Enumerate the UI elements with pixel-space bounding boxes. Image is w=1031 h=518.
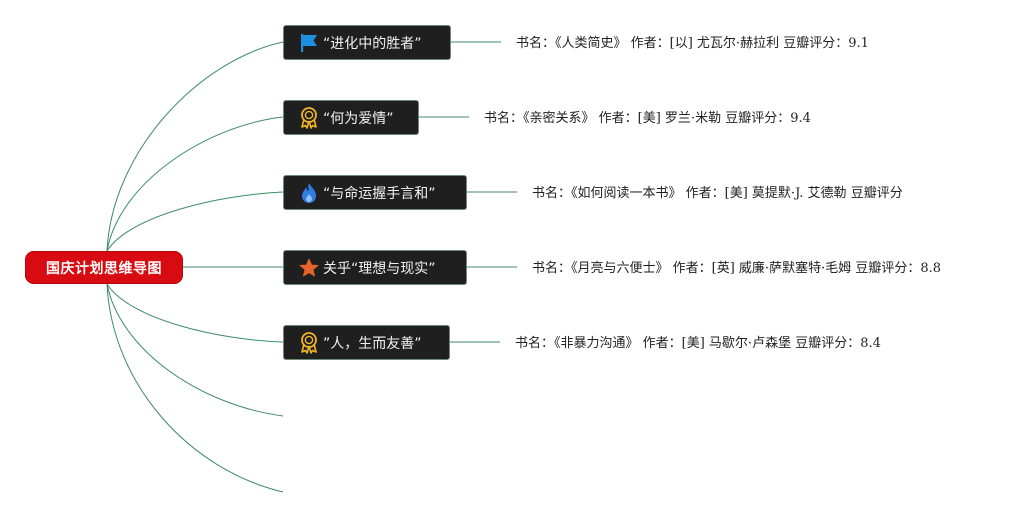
note-2-author: 作者：[美] 罗兰·米勒 xyxy=(598,111,722,126)
connector-branch-3 xyxy=(106,191,284,252)
branch-node-4-label: 关乎“理想与现实” xyxy=(323,260,436,277)
connector-empty-branch-1 xyxy=(106,283,284,417)
root-node[interactable]: 国庆计划思维导图 xyxy=(25,251,183,284)
connector-branch-2 xyxy=(106,116,284,252)
note-5-author: 作者：[美] 马歇尔·卢森堡 xyxy=(642,336,792,351)
note-4-rating: 豆瓣评分：8.8 xyxy=(855,261,942,276)
note-4-author: 作者：[英] 威廉·萨默塞特·毛姆 xyxy=(672,261,852,276)
note-3-author: 作者：[美] 莫提默·J. 艾德勒 xyxy=(685,186,847,201)
note-1-rating: 豆瓣评分：9.1 xyxy=(783,36,869,51)
branch-node-5-label: ”人，生而友善” xyxy=(323,335,422,352)
branch-node-1-label: “进化中的胜者” xyxy=(323,35,422,52)
note-5-rating: 豆瓣评分：8.4 xyxy=(795,336,881,351)
branch-node-1[interactable]: “进化中的胜者” xyxy=(283,25,451,60)
note-2-rating: 豆瓣评分：9.4 xyxy=(725,111,811,126)
note-1-book: 书名：《人类简史》 xyxy=(516,36,627,51)
connector-branch-5 xyxy=(106,283,284,343)
branch-node-5[interactable]: ”人，生而友善” xyxy=(283,325,450,360)
note-1-author: 作者：[以] 尤瓦尔·赫拉利 xyxy=(630,36,780,51)
star-icon xyxy=(298,257,320,279)
branch-node-4[interactable]: 关乎“理想与现实” xyxy=(283,250,467,285)
branch-node-3[interactable]: “与命运握手言和” xyxy=(283,175,467,210)
note-2-book: 书名：《亲密关系》 xyxy=(484,111,595,126)
note-5-book: 书名：《非暴力沟通》 xyxy=(515,336,639,351)
award-ribbon-icon xyxy=(298,106,320,129)
flag-icon xyxy=(298,32,320,54)
note-3[interactable]: 书名：《如何阅读一本书》 作者：[美] 莫提默·J. 艾德勒 豆瓣评分 xyxy=(532,186,903,202)
branch-node-3-label: “与命运握手言和” xyxy=(323,185,436,202)
note-5[interactable]: 书名：《非暴力沟通》 作者：[美] 马歇尔·卢森堡 豆瓣评分：8.4 xyxy=(515,336,881,352)
note-2[interactable]: 书名：《亲密关系》 作者：[美] 罗兰·米勒 豆瓣评分：9.4 xyxy=(484,111,811,127)
note-3-rating: 豆瓣评分 xyxy=(850,186,903,201)
connector-empty-branch-2 xyxy=(106,283,284,493)
note-1[interactable]: 书名：《人类简史》 作者：[以] 尤瓦尔·赫拉利 豆瓣评分：9.1 xyxy=(516,36,869,52)
note-3-book: 书名：《如何阅读一本书》 xyxy=(532,186,682,201)
fire-icon xyxy=(298,182,320,204)
root-node-label: 国庆计划思维导图 xyxy=(46,260,162,277)
award-ribbon-icon xyxy=(298,331,320,354)
branch-node-2-label: “何为爱情” xyxy=(323,110,394,127)
branch-node-2[interactable]: “何为爱情” xyxy=(283,100,419,135)
note-4-book: 书名：《月亮与六便士》 xyxy=(532,261,669,276)
connector-branch-1 xyxy=(106,41,284,252)
note-4[interactable]: 书名：《月亮与六便士》 作者：[英] 威廉·萨默塞特·毛姆 豆瓣评分：8.8 xyxy=(532,261,941,277)
